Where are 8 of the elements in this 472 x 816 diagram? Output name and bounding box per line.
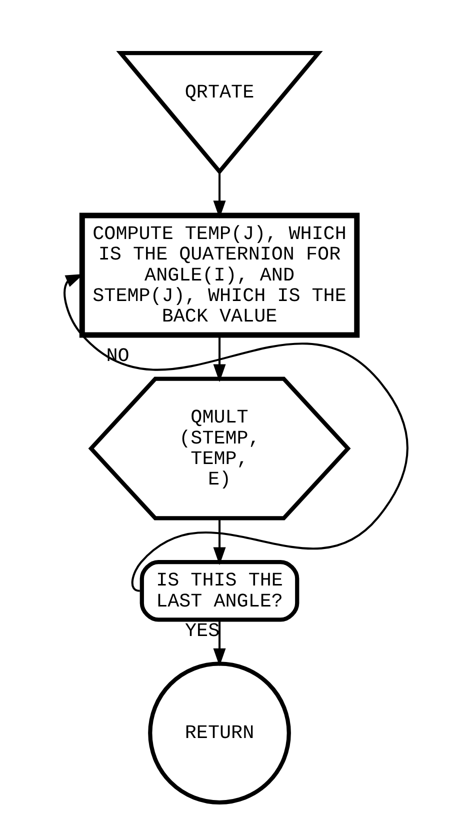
node-box: IS THIS THE LAST ANGLE? [140,560,300,622]
edge-label: YES [185,620,220,642]
arrow [213,335,226,382]
node-circle: RETURN [148,662,291,804]
arrow [213,172,226,219]
arrow [213,620,226,666]
node-box: COMPUTE TEMP(J), WHICH IS THE QUATERNION FOR ANGLE(I), AND STEMP(J), WHICH IS THE BACK VALUE [79,212,360,338]
arrow [213,518,226,566]
